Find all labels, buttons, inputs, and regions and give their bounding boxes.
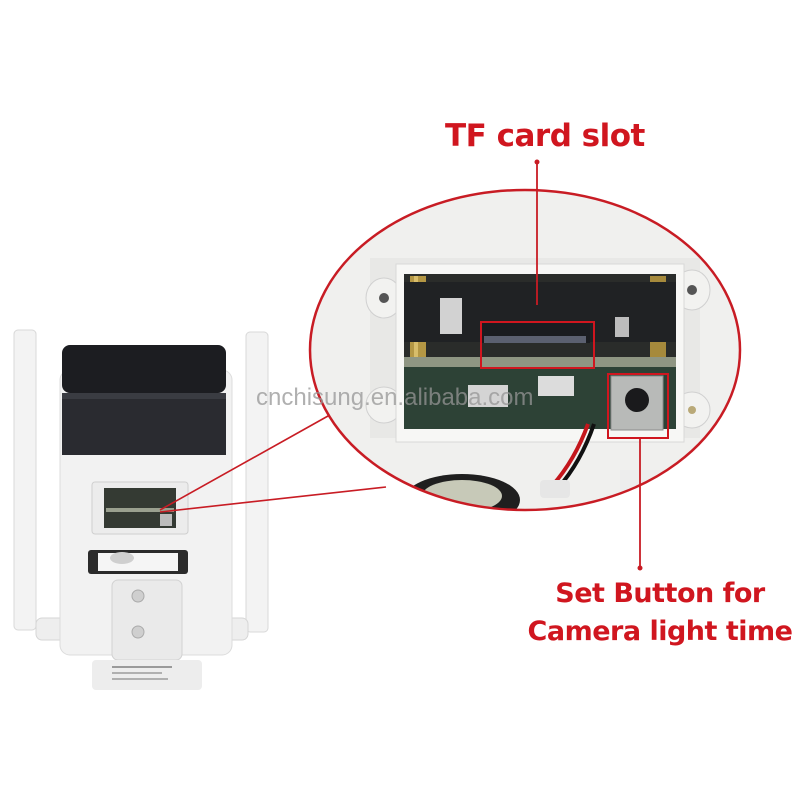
set-button-leader-dot [637, 565, 643, 571]
set-button-highlight [607, 373, 669, 439]
magnified-view [310, 190, 740, 510]
camera-body [59, 345, 233, 690]
set-button-label: Set Button for Camera light time [515, 575, 800, 651]
tf-card-slot-label: TF card slot [445, 118, 645, 154]
tf-slot-highlight [480, 321, 595, 369]
set-button-label-line2: Camera light time [527, 616, 793, 647]
callout-line-upper [159, 415, 329, 511]
callout-line-lower [159, 486, 387, 513]
set-button-label-line1: Set Button for [555, 578, 765, 609]
tf-leader-dot [534, 159, 540, 165]
magnifier-outline [308, 188, 742, 512]
watermark: cnchisung.en.alibaba.com [256, 384, 534, 411]
